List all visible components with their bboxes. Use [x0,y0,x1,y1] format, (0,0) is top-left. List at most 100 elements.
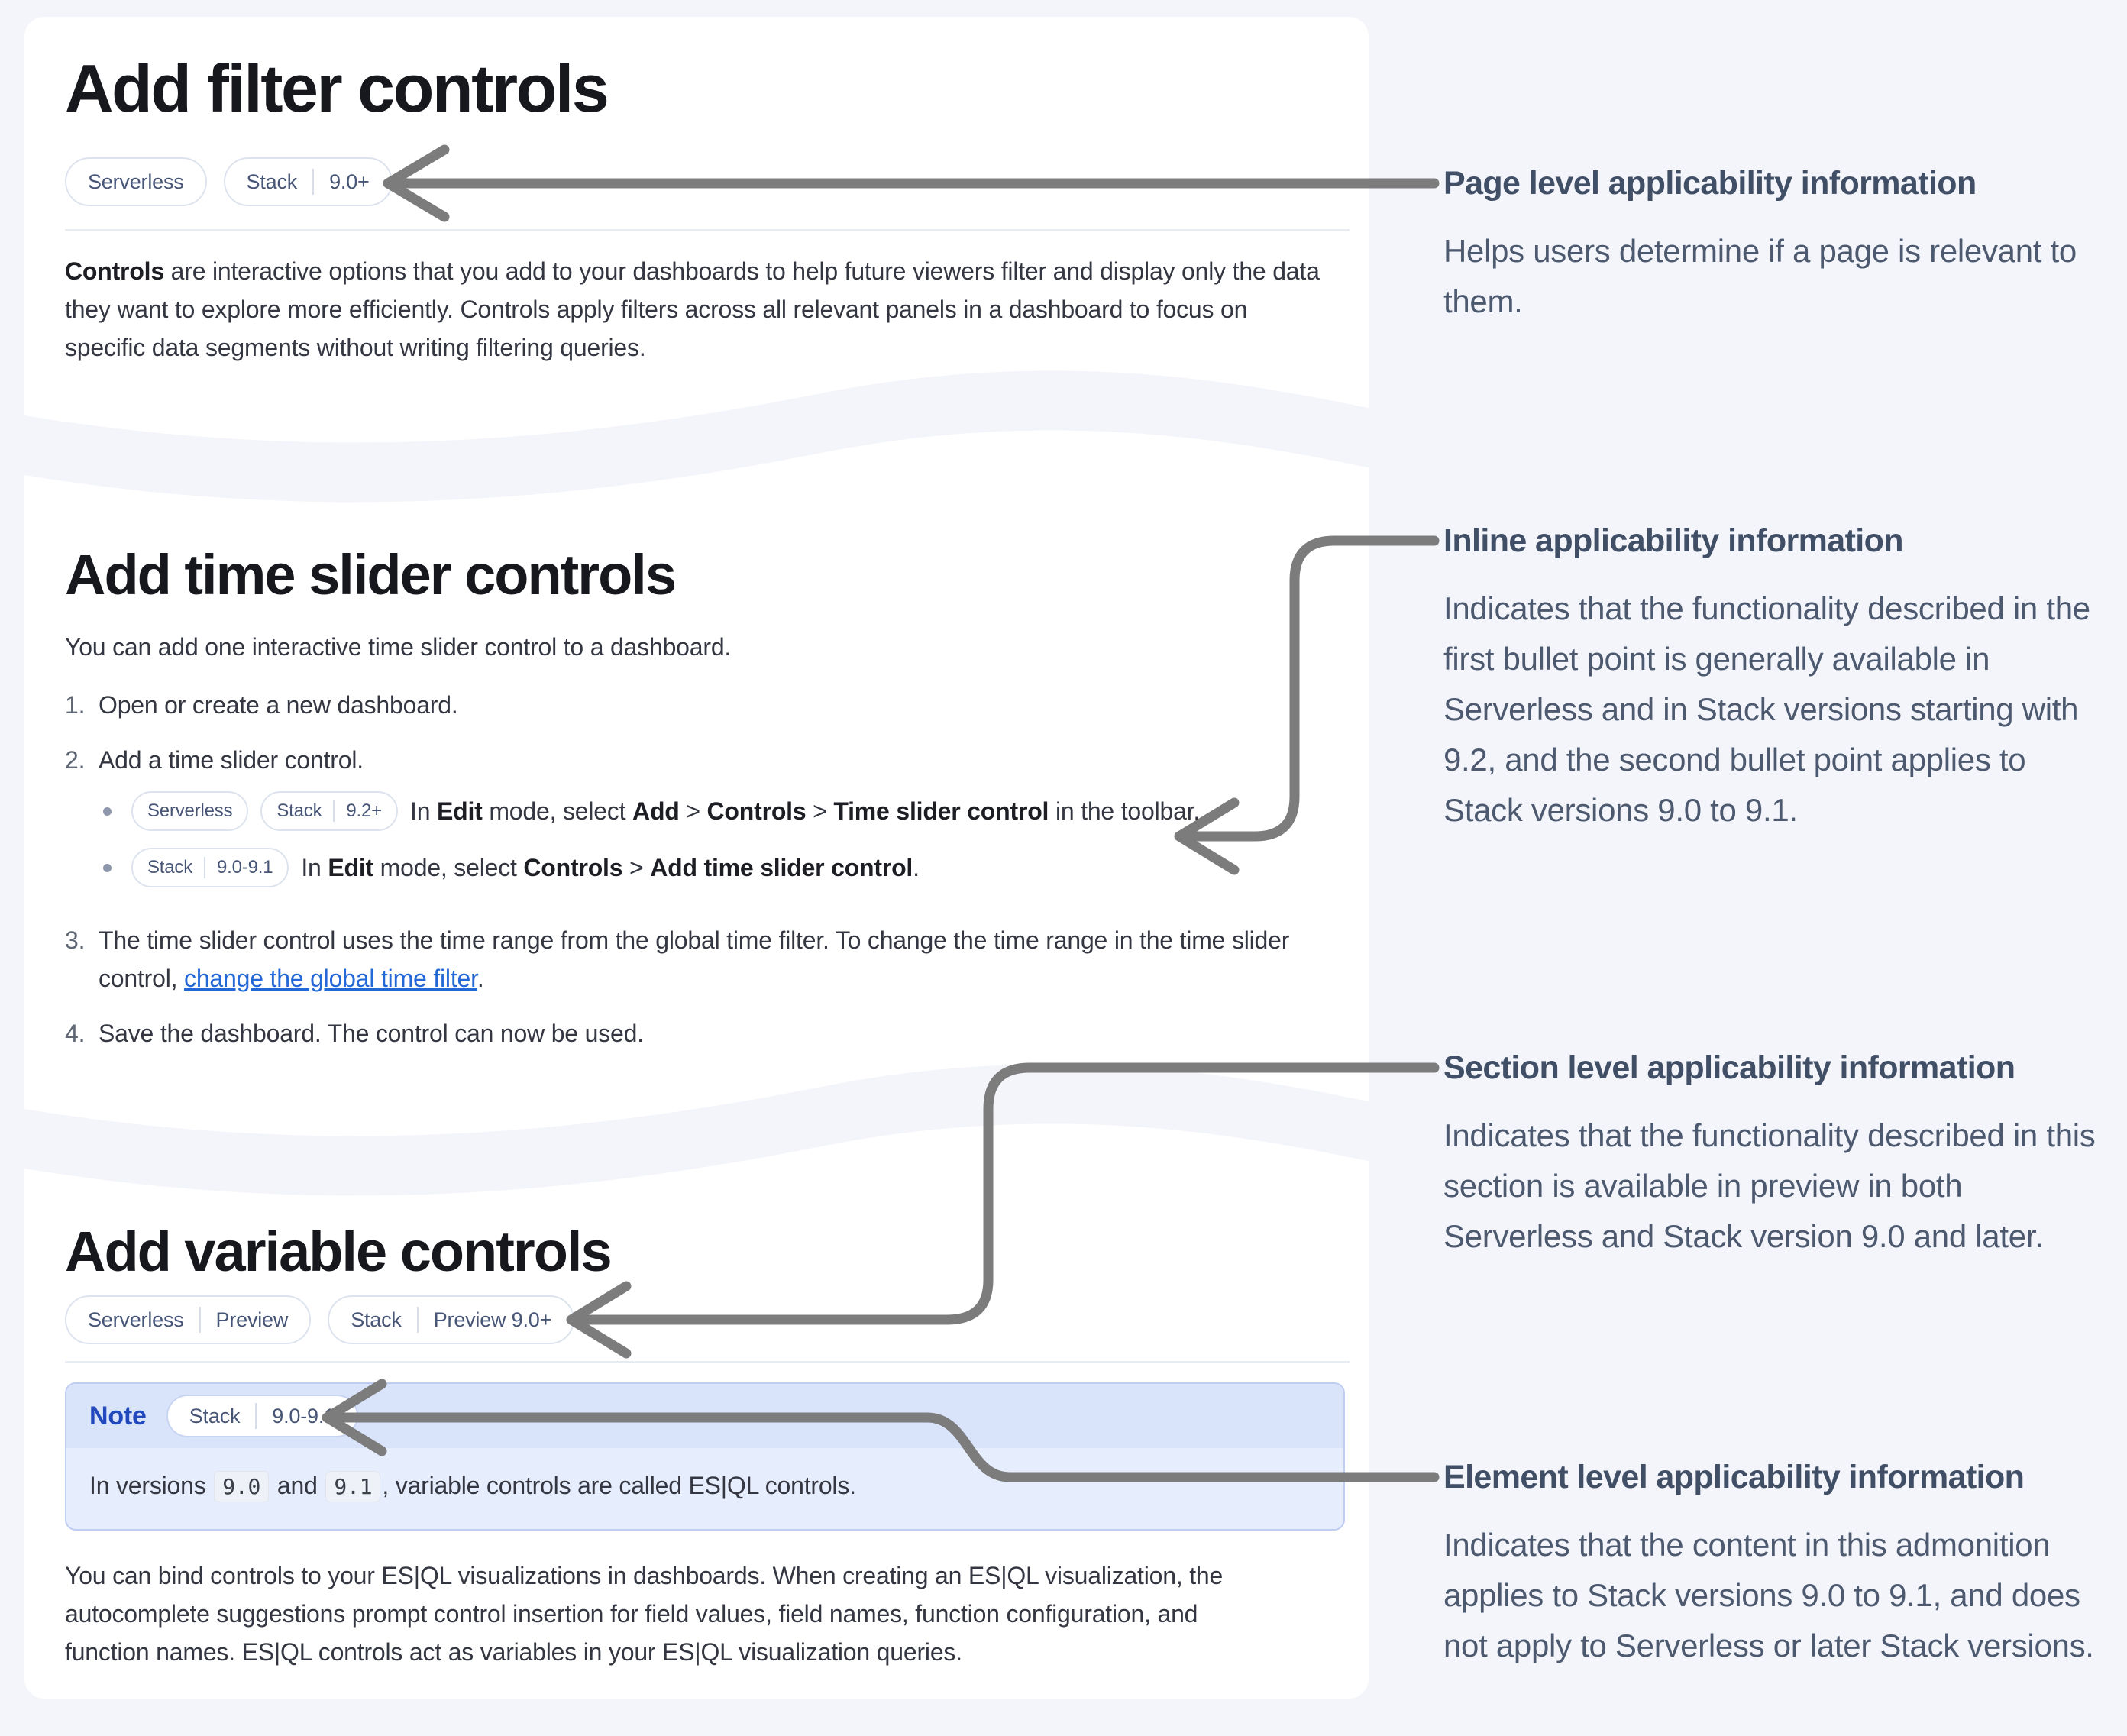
bold-text: Controls [523,854,623,881]
code-chip: 9.0 [214,1471,270,1502]
note-admonition: Note Stack 9.0-9.1 In versions 9.0 and 9… [65,1382,1345,1531]
section-intro: You can add one interactive time slider … [65,633,732,661]
intro-paragraph: Controls are interactive options that yo… [65,252,1329,367]
badge-label: Stack [246,170,298,193]
badge-label: Serverless [88,170,184,193]
sub-bullet-text: In Edit mode, select Add > Controls > Ti… [410,792,1200,830]
callout-element-level: Element level applicability information … [1443,1456,2096,1671]
badge-lifecycle-version: Preview 9.0+ [416,1307,551,1333]
page-applicability-badges: Serverless Stack 9.0+ [65,157,1350,206]
section-title: Add variable controls [65,1220,613,1283]
text-segment: Add a time slider control. [99,746,364,774]
sub-bullet-list: Serverless Stack 9.2+ In Edit mode, sele… [99,791,1333,887]
bold-text: Add time slider control [650,854,913,881]
step-3: 3. The time slider control uses the time… [65,921,1333,997]
text-segment: The time slider control uses the time ra… [99,926,1290,992]
inline-link[interactable]: change the global time filter [184,965,477,992]
text-segment: In versions [89,1472,213,1499]
step-number: 1. [65,691,86,719]
bold-text: Time slider control [833,797,1049,825]
text-segment: . [913,854,920,881]
badge-version: 9.0-9.1 [255,1403,335,1429]
section-applicability-badges: Serverless Preview Stack Preview 9.0+ [65,1295,1350,1344]
section-add-time-slider-controls: Add time slider controls You can add one… [65,544,1350,1069]
code-chip: 9.1 [325,1471,381,1502]
badge-label: Stack [189,1404,241,1427]
section-add-filter-controls: Add filter controls Serverless Stack 9.0… [65,52,1350,367]
bold-text: Edit [436,797,483,825]
sub-bullet-1: Serverless Stack 9.2+ In Edit mode, sele… [103,791,1333,831]
badge-serverless: Serverless [65,157,207,206]
step-text: Open or create a new dashboard. [99,686,1333,724]
callout-body: Indicates that the functionality describ… [1443,590,2090,828]
callout-section-level: Section level applicability information … [1443,1046,2096,1262]
bullet-dot-icon [103,863,112,872]
step-2: 2. Add a time slider control. Serverless [65,741,1333,904]
step-text: Save the dashboard. The control can now … [99,1014,1333,1052]
step-number: 3. [65,926,86,954]
badge-label: Stack [276,800,322,821]
step-number: 2. [65,746,86,774]
text-segment: , variable controls are called ES|QL con… [382,1472,856,1499]
note-label: Note [89,1401,147,1431]
step-text: Add a time slider control. Serverless St… [99,741,1333,904]
bold-text: Controls [706,797,807,825]
text-segment: In [301,854,328,881]
badge-version: 9.2+ [333,800,382,822]
badge-serverless: Serverless [131,791,249,831]
callout-body: Indicates that the functionality describ… [1443,1117,2096,1254]
step-number: 4. [65,1020,86,1047]
text-segment: > [679,797,707,825]
body-paragraph: You can bind controls to your ES|QL visu… [65,1562,1224,1666]
bold-text: Edit [328,854,373,881]
bullet-dot-icon [103,807,112,816]
sub-bullet-2: Stack 9.0-9.1 In Edit mode, select Contr… [103,848,1333,887]
divider [65,229,1350,231]
sub-bullet-content: Stack 9.0-9.1 In Edit mode, select Contr… [131,848,920,887]
text-segment: . [477,965,484,992]
callout-body: Helps users determine if a page is relev… [1443,233,2077,319]
docs-page-panel: Add filter controls Serverless Stack 9.0… [24,17,1369,1699]
callout-title: Inline applicability information [1443,522,1904,559]
bold-text: Controls [65,257,164,285]
text-segment: In [410,797,437,825]
callout-body: Indicates that the content in this admon… [1443,1527,2094,1663]
text-segment: are interactive options that you add to … [65,257,1320,361]
section-add-variable-controls: Add variable controls Serverless Preview… [65,1220,1350,1671]
text-segment: > [806,797,834,825]
badge-lifecycle: Preview [199,1307,288,1333]
bold-text: Add [632,797,680,825]
text-segment: mode, select [482,797,633,825]
badge-stack-version: Stack 9.0-9.1 [166,1395,358,1437]
text-segment: Open or create a new dashboard. [99,691,458,719]
steps-list: 1. Open or create a new dashboard. 2. Ad… [65,686,1333,1052]
badge-stack-version: Stack 9.0+ [223,157,393,206]
callout-title: Page level applicability information [1443,165,1977,202]
step-text-line: Add a time slider control. [99,746,364,774]
badge-label: Serverless [88,1308,184,1331]
badge-version: 9.0+ [312,169,370,195]
sub-bullet-content: Serverless Stack 9.2+ In Edit mode, sele… [131,791,1200,831]
callout-page-level: Page level applicability information Hel… [1443,162,2096,327]
badge-label: Serverless [147,800,233,821]
divider [65,1361,1350,1363]
badge-label: Stack [147,857,193,878]
badge-stack-preview-version: Stack Preview 9.0+ [328,1295,575,1344]
callout-inline: Inline applicability information Indicat… [1443,519,2096,836]
callout-title: Element level applicability information [1443,1459,2025,1495]
text-segment: and [270,1472,325,1499]
step-4: 4. Save the dashboard. The control can n… [65,1014,1333,1052]
note-header: Note Stack 9.0-9.1 [66,1384,1343,1448]
text-segment: > [622,854,651,881]
section-title: Add time slider controls [65,543,677,606]
page-title: Add filter controls [65,50,609,126]
badge-stack-version: Stack 9.0-9.1 [131,848,289,887]
badge-label: Stack [351,1308,402,1331]
callout-title: Section level applicability information [1443,1049,2015,1086]
step-1: 1. Open or create a new dashboard. [65,686,1333,724]
text-segment: mode, select [373,854,524,881]
note-body: In versions 9.0 and 9.1, variable contro… [66,1448,1343,1529]
text-segment: Save the dashboard. The control can now … [99,1020,644,1047]
sub-bullet-text: In Edit mode, select Controls > Add time… [301,849,920,887]
